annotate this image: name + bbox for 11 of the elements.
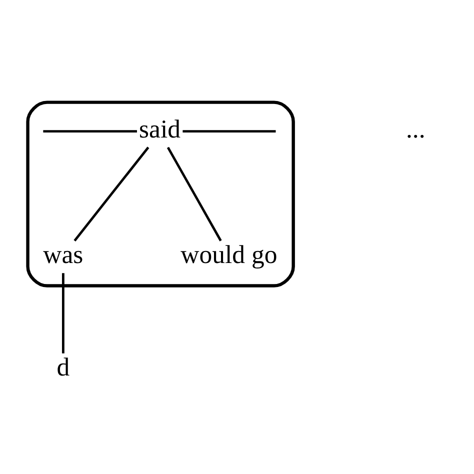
label: ... <box>406 114 426 143</box>
connector <box>62 272 64 353</box>
cluster <box>26 100 295 287</box>
node-text: was <box>43 239 84 268</box>
connector <box>166 146 222 241</box>
node-text: said <box>139 114 180 143</box>
node-text: would go <box>180 239 278 268</box>
node-text: d <box>56 352 70 382</box>
connector <box>182 130 276 132</box>
connector <box>74 146 150 241</box>
connector <box>43 130 137 132</box>
